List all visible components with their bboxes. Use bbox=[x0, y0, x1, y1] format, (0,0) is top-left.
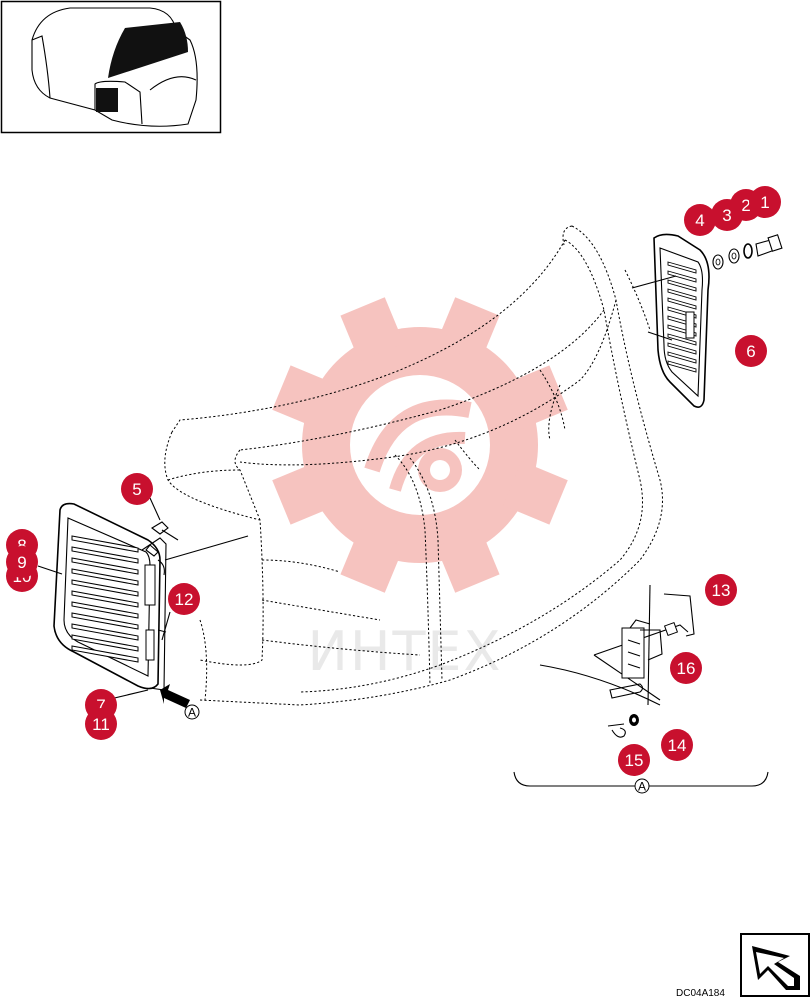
svg-text:7: 7 bbox=[96, 696, 105, 715]
svg-text:1: 1 bbox=[760, 193, 769, 212]
view-marker-label: A bbox=[188, 706, 196, 720]
svg-text:12: 12 bbox=[175, 590, 194, 609]
callout-14[interactable]: 14 bbox=[661, 729, 693, 761]
callouts: 2 1 3 4 6 5 8 10 bbox=[6, 186, 781, 776]
svg-text:5: 5 bbox=[132, 480, 141, 499]
callout-15[interactable]: 15 bbox=[618, 744, 650, 776]
detail-view-a: A bbox=[513, 584, 769, 794]
callout-11[interactable]: 11 bbox=[85, 708, 117, 740]
side-grille-right bbox=[653, 233, 710, 408]
callout-12[interactable]: 12 bbox=[168, 583, 200, 615]
svg-text:8: 8 bbox=[17, 536, 26, 555]
view-direction-arrow-icon: A bbox=[160, 684, 200, 720]
machine-overview-icon bbox=[0, 0, 222, 134]
svg-text:4: 4 bbox=[695, 211, 704, 230]
hardware-stack bbox=[631, 234, 783, 289]
orientation-arrow-icon bbox=[740, 933, 810, 997]
callout-4[interactable]: 4 bbox=[684, 204, 716, 236]
callout-13[interactable]: 13 bbox=[705, 574, 737, 606]
svg-text:11: 11 bbox=[92, 715, 110, 734]
svg-text:6: 6 bbox=[746, 342, 755, 361]
watermark-text: ИНТЕХ bbox=[307, 620, 502, 683]
callout-16[interactable]: 16 bbox=[670, 652, 702, 684]
callout-6[interactable]: 6 bbox=[735, 335, 767, 367]
detail-marker-label: A bbox=[638, 780, 646, 794]
svg-text:14: 14 bbox=[668, 736, 687, 755]
callout-9[interactable]: 9 bbox=[6, 546, 38, 578]
svg-text:15: 15 bbox=[625, 751, 644, 770]
callout-1[interactable]: 1 bbox=[749, 186, 781, 218]
gear-logo-watermark bbox=[272, 297, 568, 593]
svg-text:9: 9 bbox=[17, 553, 26, 572]
svg-text:2: 2 bbox=[741, 196, 750, 215]
leader-lines bbox=[37, 331, 673, 701]
bolt-5 bbox=[145, 521, 179, 557]
front-grille-left bbox=[53, 502, 167, 691]
engine-cover-outline bbox=[164, 225, 663, 706]
callout-5[interactable]: 5 bbox=[121, 473, 153, 505]
callout-3[interactable]: 3 bbox=[711, 199, 743, 231]
drawing-code: DC04A184 bbox=[676, 988, 725, 999]
svg-text:16: 16 bbox=[677, 659, 696, 678]
svg-text:3: 3 bbox=[722, 206, 731, 225]
svg-text:13: 13 bbox=[712, 581, 731, 600]
